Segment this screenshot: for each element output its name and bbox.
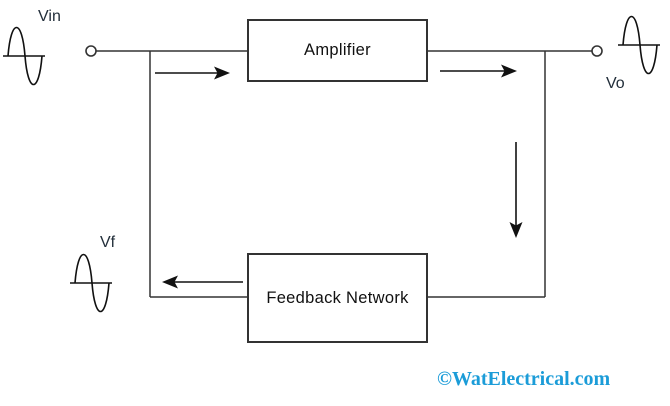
output-direction-arrow [440, 64, 517, 78]
circle-terminal-icon [591, 45, 603, 57]
sine-wave-icon [618, 15, 660, 75]
amplifier-label: Amplifier [304, 41, 371, 59]
wires [96, 50, 592, 298]
input-signal-label: Vin [38, 8, 61, 25]
watermark-text: ©WatElectrical.com [437, 368, 611, 390]
input-direction-arrow [155, 66, 230, 80]
sine-wave-icon [70, 253, 112, 313]
feedback-network-block: Feedback Network [247, 253, 428, 343]
sine-wave-icon [3, 26, 45, 86]
feedback-signal-label: Vf [100, 234, 116, 251]
output-signal-label: Vo [606, 75, 625, 92]
feedback-left-arrow [162, 275, 243, 289]
feedback-network-label: Feedback Network [266, 288, 409, 307]
circle-terminal-icon [85, 45, 97, 57]
feedback-down-arrow [509, 142, 523, 238]
amplifier-block: Amplifier [247, 19, 428, 82]
